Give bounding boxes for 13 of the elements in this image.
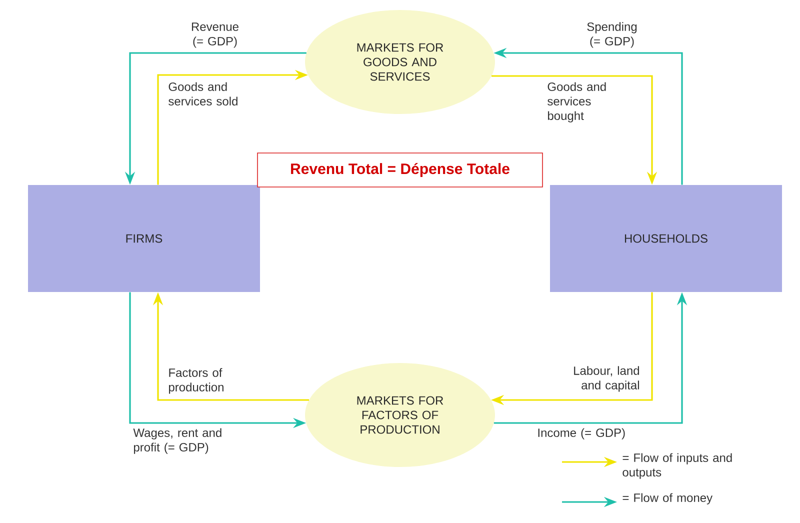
equation-box: Revenu Total = Dépense Totale: [257, 152, 543, 188]
edge-label: Revenue (= GDP): [192, 22, 238, 48]
edge-label: Goods and services bought: [548, 82, 606, 122]
legend-text: = Flow of money: [622, 493, 713, 504]
legend-text: = Flow of inputs and outputs: [622, 453, 732, 479]
edge-label: Income (= GDP): [538, 428, 625, 440]
edge-label: Factors of production: [168, 368, 224, 394]
edge-label: Spending (= GDP): [587, 22, 637, 48]
sector-box: FIRMS: [28, 185, 260, 292]
edge-label: Wages, rent and profit (= GDP): [133, 428, 222, 454]
edge-label: Labour, land and capital: [574, 366, 640, 392]
edge-label: Goods and services sold: [168, 82, 238, 106]
sector-box: HOUSEHOLDS: [550, 185, 782, 292]
